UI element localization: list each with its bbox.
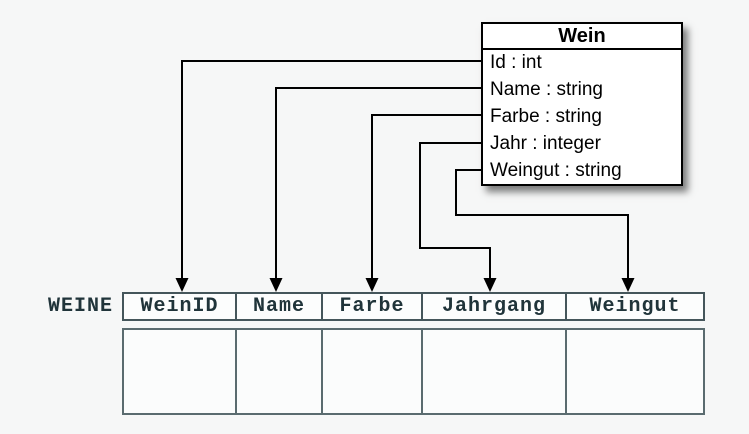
arrowhead-icon (483, 278, 497, 292)
uml-class-box: Wein Id : int Name : string Farbe : stri… (481, 22, 683, 186)
connector-line (455, 169, 629, 279)
column-header-weingut: Weingut (589, 295, 681, 318)
column-header-name: Name (237, 294, 323, 319)
connector-jahr-to-jahrgang (419, 142, 497, 292)
arrowhead-icon (269, 278, 283, 292)
connector-weingut-to-weingut (455, 169, 635, 292)
arrowhead-icon (621, 278, 635, 292)
empty-cell-name (237, 330, 323, 413)
class-attribute-weingut: Weingut : string (490, 159, 622, 181)
connector-line (371, 114, 482, 279)
column-header-farbe: Farbe (323, 294, 423, 319)
connector-id-to-weinid (175, 60, 482, 292)
empty-cell-weingut (567, 330, 703, 413)
class-title: Wein (483, 24, 681, 50)
column-header-weinid: WeinID (124, 294, 237, 319)
connector-farbe-to-farbe (365, 114, 482, 292)
empty-cell-jahrgang (423, 330, 567, 413)
arrowhead-icon (175, 278, 189, 292)
class-attribute-farbe: Farbe : string (490, 105, 602, 127)
class-attribute-name: Name : string (490, 79, 603, 101)
class-attribute-list: Id : int Name : string Farbe : string Ja… (483, 50, 681, 184)
table-name-label: WEINE (47, 295, 113, 318)
connector-line (275, 87, 482, 279)
class-attribute-jahr: Jahr : integer (490, 132, 601, 154)
class-attribute-id: Id : int (490, 52, 542, 74)
empty-cell-farbe (323, 330, 423, 413)
table-empty-row (122, 328, 705, 415)
connector-name-to-name (269, 87, 482, 292)
arrowhead-icon (365, 278, 379, 292)
connector-line (419, 142, 491, 279)
table-header-row: WeinID Name Farbe Jahrgang Weingut (122, 292, 705, 321)
column-header-jahrgang: Jahrgang (423, 294, 567, 319)
connector-line (181, 60, 482, 279)
empty-cell-weinid (124, 330, 237, 413)
